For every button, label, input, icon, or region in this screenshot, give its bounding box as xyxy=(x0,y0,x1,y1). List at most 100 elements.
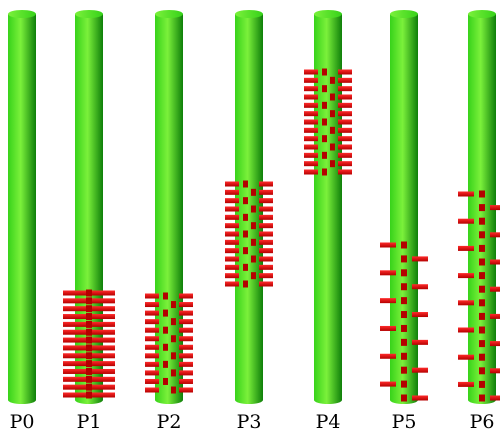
marker-bar xyxy=(145,336,159,342)
marker-bar xyxy=(338,77,352,83)
marker-bar xyxy=(458,245,474,251)
marker-block xyxy=(479,258,485,266)
panel-label: P6 xyxy=(470,411,495,433)
marker-bar xyxy=(380,242,396,248)
rod-bottom-cap xyxy=(75,396,103,404)
marker-block xyxy=(163,360,168,368)
marker-bar xyxy=(225,281,239,287)
marker-block xyxy=(86,328,92,336)
marker-bar xyxy=(259,198,273,204)
marker-block xyxy=(251,222,256,230)
marker-block xyxy=(86,336,92,344)
marker-bar xyxy=(304,127,318,133)
rod-top-cap xyxy=(468,10,496,18)
markers-p2 xyxy=(145,292,193,394)
marker-block xyxy=(479,326,485,334)
marker-bar xyxy=(338,136,352,142)
marker-bar xyxy=(145,378,159,384)
marker-bar xyxy=(145,387,159,393)
marker-bar xyxy=(304,69,318,75)
marker-bar xyxy=(338,144,352,150)
marker-block xyxy=(251,238,256,246)
marker-bar xyxy=(259,239,273,245)
marker-bar xyxy=(259,181,273,187)
marker-bar xyxy=(179,327,193,333)
marker-bar xyxy=(145,310,159,316)
marker-block xyxy=(401,394,407,402)
marker-block xyxy=(401,338,407,346)
marker-bar xyxy=(179,319,193,325)
marker-block xyxy=(479,353,485,361)
rod-bottom-cap xyxy=(155,396,183,404)
marker-block xyxy=(322,85,327,93)
marker-block xyxy=(163,326,168,334)
marker-bar xyxy=(179,361,193,367)
marker-bar xyxy=(145,302,159,308)
marker-bar xyxy=(259,273,273,279)
marker-bar xyxy=(458,191,474,197)
marker-bar xyxy=(304,152,318,158)
marker-block xyxy=(86,297,92,305)
marker-block xyxy=(479,190,485,198)
markers-p5 xyxy=(380,241,428,402)
marker-bar xyxy=(304,136,318,142)
marker-bar xyxy=(380,381,396,387)
marker-block xyxy=(401,283,407,291)
marker-block xyxy=(251,205,256,213)
marker-block xyxy=(86,305,92,313)
marker-bar xyxy=(304,111,318,117)
marker-block xyxy=(330,110,335,118)
rod-body xyxy=(8,14,36,400)
marker-bar xyxy=(490,368,500,374)
marker-bar xyxy=(259,264,273,270)
marker-bar xyxy=(259,189,273,195)
marker-bar xyxy=(338,94,352,100)
marker-block xyxy=(322,68,327,76)
marker-bar xyxy=(259,231,273,237)
marker-block xyxy=(243,213,248,221)
marker-block xyxy=(86,375,92,383)
marker-block xyxy=(86,352,92,360)
marker-block xyxy=(86,383,92,391)
marker-bar xyxy=(490,313,500,319)
panel-label: P2 xyxy=(157,411,182,433)
rod-body xyxy=(155,14,183,400)
marker-block xyxy=(479,380,485,388)
marker-block xyxy=(171,301,176,309)
marker-bar xyxy=(179,370,193,376)
marker-block xyxy=(330,126,335,134)
rod-p1 xyxy=(75,10,103,404)
markers-p6 xyxy=(458,190,500,402)
marker-bar xyxy=(179,336,193,342)
marker-bar xyxy=(338,69,352,75)
marker-bar xyxy=(225,239,239,245)
marker-bar xyxy=(145,344,159,350)
marker-block xyxy=(243,197,248,205)
marker-bar xyxy=(304,144,318,150)
marker-bar xyxy=(338,161,352,167)
marker-block xyxy=(251,272,256,280)
marker-block xyxy=(163,292,168,300)
marker-block xyxy=(243,180,248,188)
panel-label: P4 xyxy=(316,411,341,433)
marker-bar xyxy=(338,119,352,125)
marker-block xyxy=(479,231,485,239)
marker-bar xyxy=(259,281,273,287)
rod-body xyxy=(314,14,342,400)
marker-bar xyxy=(225,214,239,220)
marker-block xyxy=(401,241,407,249)
marker-block xyxy=(479,244,485,252)
marker-block xyxy=(330,160,335,168)
marker-block xyxy=(479,367,485,375)
marker-block xyxy=(330,93,335,101)
marker-block xyxy=(479,285,485,293)
marker-block xyxy=(322,101,327,109)
marker-bar xyxy=(338,102,352,108)
marker-bar xyxy=(490,259,500,265)
panel-label: P5 xyxy=(392,411,417,433)
marker-block xyxy=(322,135,327,143)
marker-bar xyxy=(179,344,193,350)
marker-block xyxy=(171,352,176,360)
marker-bar xyxy=(179,293,193,299)
marker-bar xyxy=(490,395,500,401)
